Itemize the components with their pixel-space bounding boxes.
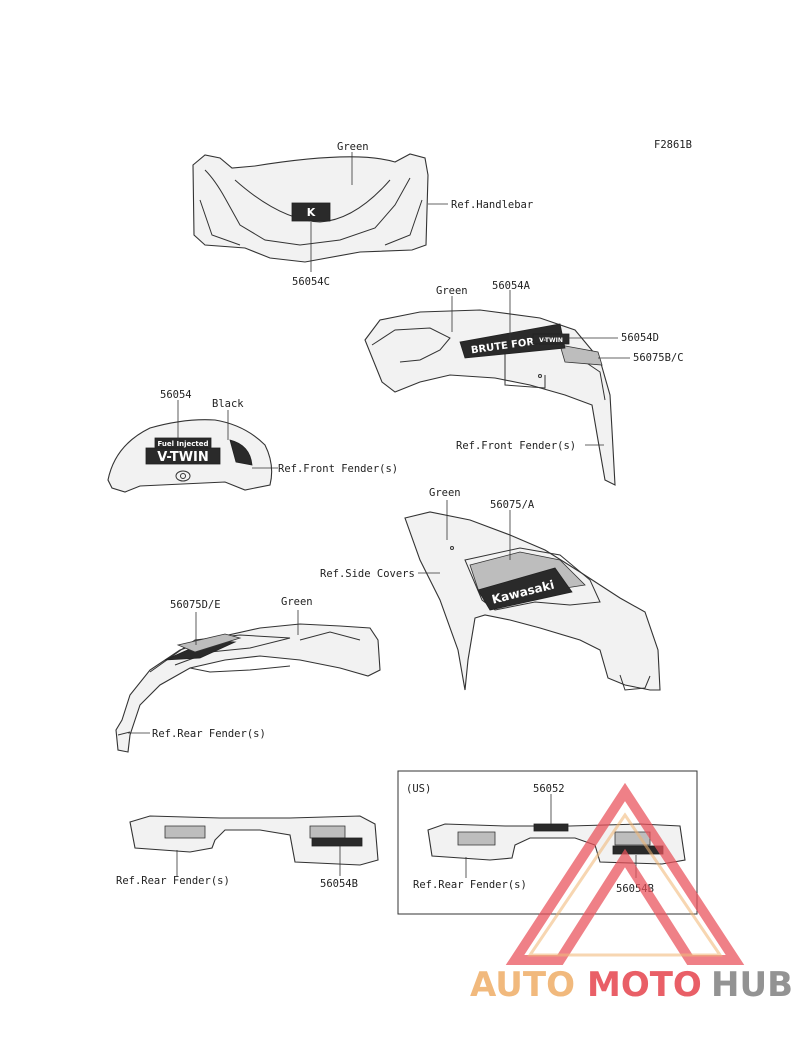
front-panel-vtwin: Fuel Injected V-TWIN: [107, 419, 273, 493]
automotohub-watermark: AUTO MOTO HUB: [470, 782, 793, 1005]
label-56054B-left: 56054B: [320, 878, 358, 890]
vtwin-small-decal: [532, 333, 570, 345]
watermark-auto: AUTO: [470, 965, 575, 1005]
rear-fender-decal-left: [311, 837, 363, 847]
label-56054: 56054: [160, 389, 192, 401]
label-56075BC: 56075B/C: [633, 352, 684, 364]
label-black: Black: [212, 398, 244, 410]
label-green-handlebar: Green: [337, 141, 369, 153]
rear-fender-bottom-left: [129, 815, 379, 866]
brute-force-decal: [459, 323, 566, 359]
watermark-hub: HUB: [711, 965, 793, 1005]
kawasaki-logo-decal: [291, 202, 331, 222]
label-ref-rear-fender-mid: Ref.Rear Fender(s): [152, 728, 266, 740]
rear-fender-left: [115, 623, 381, 753]
label-56054C: 56054C: [292, 276, 330, 288]
watermark-moto: MOTO: [587, 965, 702, 1005]
label-ref-front-fender-left: Ref.Front Fender(s): [278, 463, 398, 475]
vtwin-decal: [145, 447, 221, 465]
label-56075DE: 56075D/E: [170, 599, 221, 611]
label-56052: 56052: [533, 783, 565, 795]
label-56054D: 56054D: [621, 332, 659, 344]
front-fender-right: BRUTE FORCE V-TWIN: [364, 309, 616, 486]
label-ref-side-covers: Ref.Side Covers: [320, 568, 415, 580]
label-56054A: 56054A: [492, 280, 531, 292]
label-green-front: Green: [436, 285, 468, 297]
svg-text:K: K: [307, 206, 316, 219]
label-us: (US): [406, 783, 431, 795]
label-ref-handlebar: Ref.Handlebar: [451, 199, 533, 211]
svg-text:Fuel Injected: Fuel Injected: [158, 440, 209, 448]
handlebar-cover: K: [192, 153, 429, 263]
svg-text:V-TWIN: V-TWIN: [157, 450, 209, 465]
figure-code: F2861B: [654, 139, 692, 151]
svg-text:V-TWIN: V-TWIN: [539, 337, 563, 344]
label-ref-front-fender-right: Ref.Front Fender(s): [456, 440, 576, 452]
label-56075A: 56075/A: [490, 499, 535, 511]
side-cover: Kawasaki: [404, 511, 661, 691]
kawasaki-side-decal: [477, 567, 573, 611]
label-green-rear: Green: [281, 596, 313, 608]
label-ref-rear-fender-left: Ref.Rear Fender(s): [116, 875, 230, 887]
label-ref-rear-fender-us: Ref.Rear Fender(s): [413, 879, 527, 891]
label-green-side: Green: [429, 487, 461, 499]
rear-fender-us: [427, 823, 686, 865]
us-center-decal: [533, 823, 569, 832]
